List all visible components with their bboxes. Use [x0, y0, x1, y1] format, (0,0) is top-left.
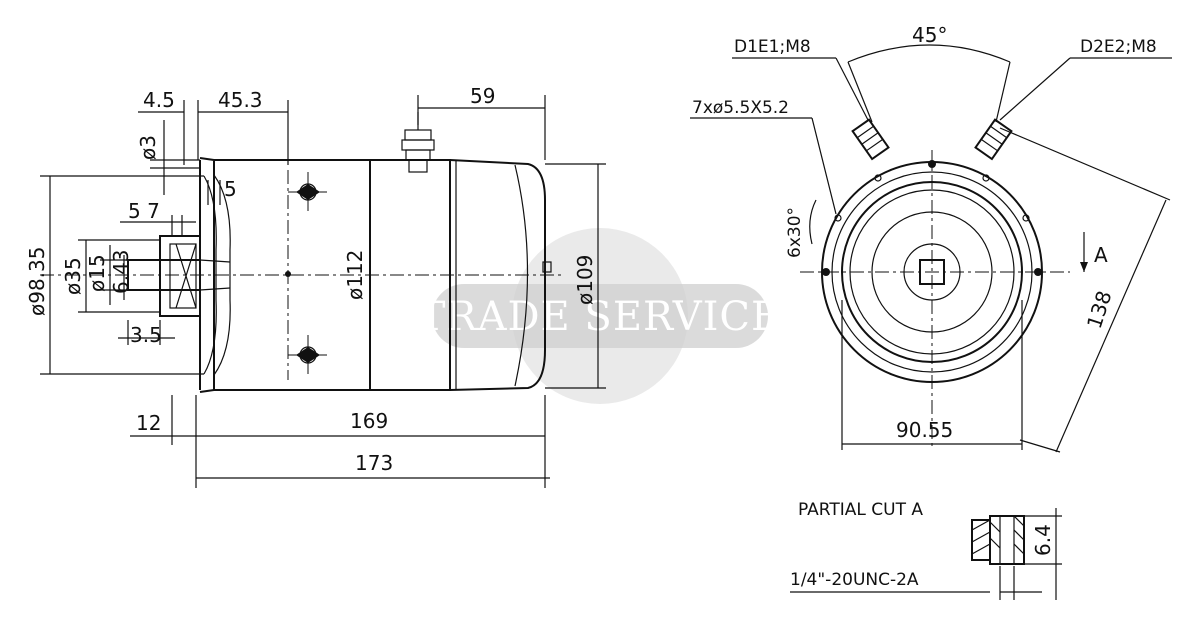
screw-upper — [288, 172, 330, 212]
holes-label: 7xø5.5X5.2 — [692, 98, 789, 118]
dim-3-5: 3.5 — [130, 323, 162, 347]
thread-spec: 1/4"-20UNC-2A — [790, 570, 919, 590]
watermark: TRADE SERVICE — [419, 228, 781, 404]
watermark-text: TRADE SERVICE — [419, 294, 781, 340]
dim-d3: ø3 — [136, 135, 160, 160]
dim-173: 173 — [355, 451, 393, 475]
dim-d15: ø15 — [85, 254, 109, 292]
bolt-angle-label: 6x30° — [785, 207, 805, 258]
angle-45: 45° — [912, 23, 947, 47]
terminal-right-label: D2E2;M8 — [1080, 37, 1157, 57]
dim-6-43: 6.43 — [109, 249, 133, 294]
dim-d112: ø112 — [343, 250, 367, 300]
dim-d109: ø109 — [573, 255, 597, 305]
terminal-left-label: D1E1;M8 — [734, 37, 811, 57]
dim-59: 59 — [470, 84, 495, 108]
dim-6-4: 6.4 — [1031, 524, 1055, 556]
partial-cut-title: PARTIAL CUT A — [798, 500, 923, 520]
dim-d35: ø35 — [61, 257, 85, 295]
dim-d98-35: ø98.35 — [25, 247, 49, 317]
section-mark-a: A — [1094, 243, 1108, 267]
partial-cut-a: PARTIAL CUT A 6.4 1/4"-20UNC-2A — [790, 500, 1062, 600]
dim-90-55: 90.55 — [896, 418, 953, 442]
dim-45-3: 45.3 — [218, 88, 263, 112]
terminal-left — [851, 118, 890, 161]
dim-5-7: 5 7 — [128, 199, 160, 223]
dim-12: 12 — [136, 411, 161, 435]
dim-5: 5 — [224, 177, 237, 201]
end-view: D1E1;M8 D2E2;M8 45° 7xø5.5X5.2 6x30° A 1… — [690, 23, 1172, 453]
screw-lower — [288, 335, 330, 375]
dim-169: 169 — [350, 409, 388, 433]
side-view: 4.5 45.3 59 ø3 5 5 7 ø98.35 ø35 ø — [25, 84, 606, 488]
terminal-right — [974, 118, 1013, 161]
dim-4-5: 4.5 — [143, 88, 175, 112]
